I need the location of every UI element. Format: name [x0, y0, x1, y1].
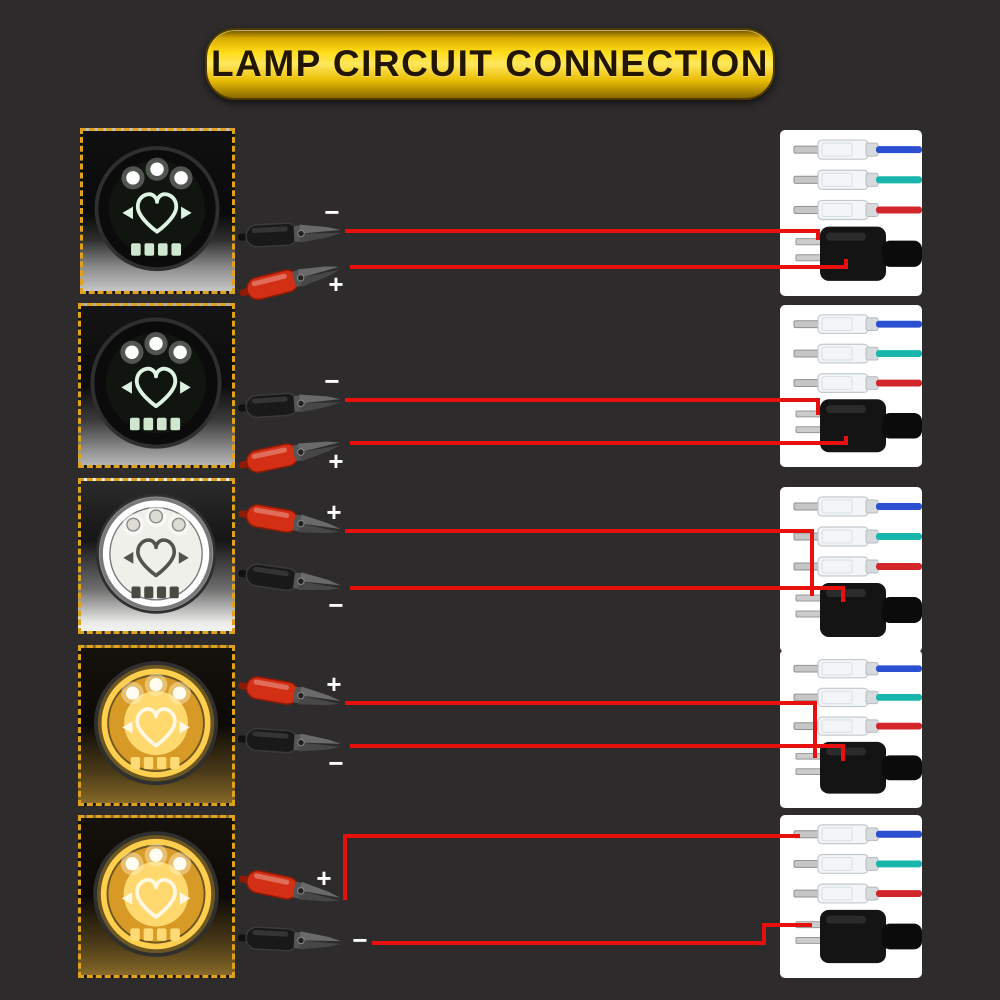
- led-dots-icon: [121, 673, 191, 705]
- polarity-label-negative: −: [324, 366, 340, 396]
- headlight-photo-4: [78, 645, 235, 806]
- red-alligator-clip: [235, 860, 348, 918]
- circuit-wire-row2-negative: [345, 398, 820, 415]
- spade-terminal-teal: [793, 687, 922, 708]
- headlight-photo-1: [80, 128, 235, 294]
- spade-terminal-red: [793, 883, 922, 904]
- red-alligator-clip: [235, 249, 349, 310]
- wiring-harness-panel-1: [780, 130, 922, 296]
- right-arrow-icon: [181, 206, 192, 220]
- circuit-wire-row5-positive: [343, 834, 800, 900]
- right-arrow-icon: [180, 381, 191, 394]
- headlight-illustration: [93, 831, 219, 957]
- red-alligator-clip: [235, 425, 348, 483]
- left-arrow-icon: [121, 381, 132, 394]
- led-dots-icon: [120, 843, 192, 876]
- lamp-bottom-slots: [131, 586, 179, 599]
- headlight-photo-3: [78, 478, 235, 634]
- right-arrow-icon: [179, 892, 191, 905]
- polarity-label-positive: +: [328, 269, 344, 299]
- wiring-harness-panel-2: [780, 305, 922, 467]
- circuit-wire-row2-positive: [350, 436, 848, 445]
- black-alligator-clip: [237, 720, 347, 763]
- black-connector-plug: [795, 909, 922, 964]
- red-alligator-clip: [236, 495, 349, 549]
- red-alligator-clip: [236, 667, 349, 721]
- led-dots-icon: [121, 157, 193, 190]
- spade-terminal-blue: [793, 659, 922, 679]
- circuit-wire-row1-positive: [350, 259, 848, 269]
- left-arrow-icon: [121, 892, 133, 905]
- wiring-harness-panel-5: [780, 815, 922, 978]
- circuit-wire-row1-negative: [345, 229, 820, 240]
- left-arrow-icon: [122, 721, 133, 734]
- circuit-wire-row4-positive: [345, 701, 817, 758]
- left-arrow-icon: [123, 551, 134, 564]
- spade-terminal-teal: [793, 169, 922, 190]
- circuit-wire-row5-negative: [372, 923, 812, 945]
- polarity-label-negative: −: [352, 925, 368, 955]
- spade-terminal-red: [793, 199, 922, 221]
- black-alligator-clip: [237, 382, 347, 425]
- headlight-illustration: [94, 146, 220, 272]
- headlight-photo-2: [78, 303, 235, 468]
- polarity-label-negative: −: [324, 197, 340, 227]
- circuit-wire-row3-positive: [345, 529, 814, 596]
- heart-emblem-icon: [135, 707, 177, 748]
- spade-terminal-blue: [793, 824, 922, 845]
- spade-terminal-blue: [793, 496, 922, 517]
- spade-terminal-teal: [793, 343, 922, 364]
- wiring-harness-panel-4: [780, 650, 922, 808]
- polarity-label-negative: −: [328, 590, 344, 620]
- led-dots-icon: [122, 505, 190, 536]
- lamp-bottom-slots: [130, 756, 180, 770]
- page-title: LAMP CIRCUIT CONNECTION: [211, 43, 769, 84]
- led-dots-icon: [120, 332, 192, 364]
- circuit-wire-row3-negative: [350, 586, 845, 602]
- spade-terminal-red: [793, 373, 922, 393]
- heart-emblem-icon: [134, 366, 178, 409]
- heart-emblem-icon: [136, 538, 177, 578]
- polarity-label-negative: −: [328, 748, 344, 778]
- headlight-illustration: [96, 493, 217, 614]
- polarity-label-positive: +: [328, 446, 344, 476]
- lamp-bottom-slots: [130, 928, 180, 941]
- headlight-illustration: [90, 317, 222, 449]
- heart-emblem-icon: [135, 877, 177, 919]
- polarity-label-positive: +: [316, 863, 332, 893]
- black-alligator-clip: [236, 555, 348, 606]
- spade-terminal-teal: [793, 853, 922, 874]
- right-arrow-icon: [179, 721, 190, 734]
- wiring-harness-panel-3: [780, 487, 922, 652]
- lamp-bottom-slots: [131, 243, 182, 256]
- right-arrow-icon: [178, 551, 189, 564]
- polarity-label-positive: +: [326, 669, 342, 699]
- black-alligator-clip: [237, 213, 347, 255]
- heart-emblem-icon: [135, 192, 179, 234]
- spade-terminal-blue: [793, 314, 922, 335]
- polarity-label-positive: +: [326, 497, 342, 527]
- black-alligator-clip: [237, 919, 347, 961]
- circuit-wire-row4-negative: [350, 744, 845, 761]
- headlight-photo-5: [78, 815, 235, 978]
- headlight-illustration: [94, 661, 219, 786]
- lamp-bottom-slots: [130, 417, 181, 431]
- title-banner: LAMP CIRCUIT CONNECTION: [205, 28, 775, 100]
- left-arrow-icon: [122, 206, 133, 220]
- spade-terminal-blue: [793, 139, 922, 160]
